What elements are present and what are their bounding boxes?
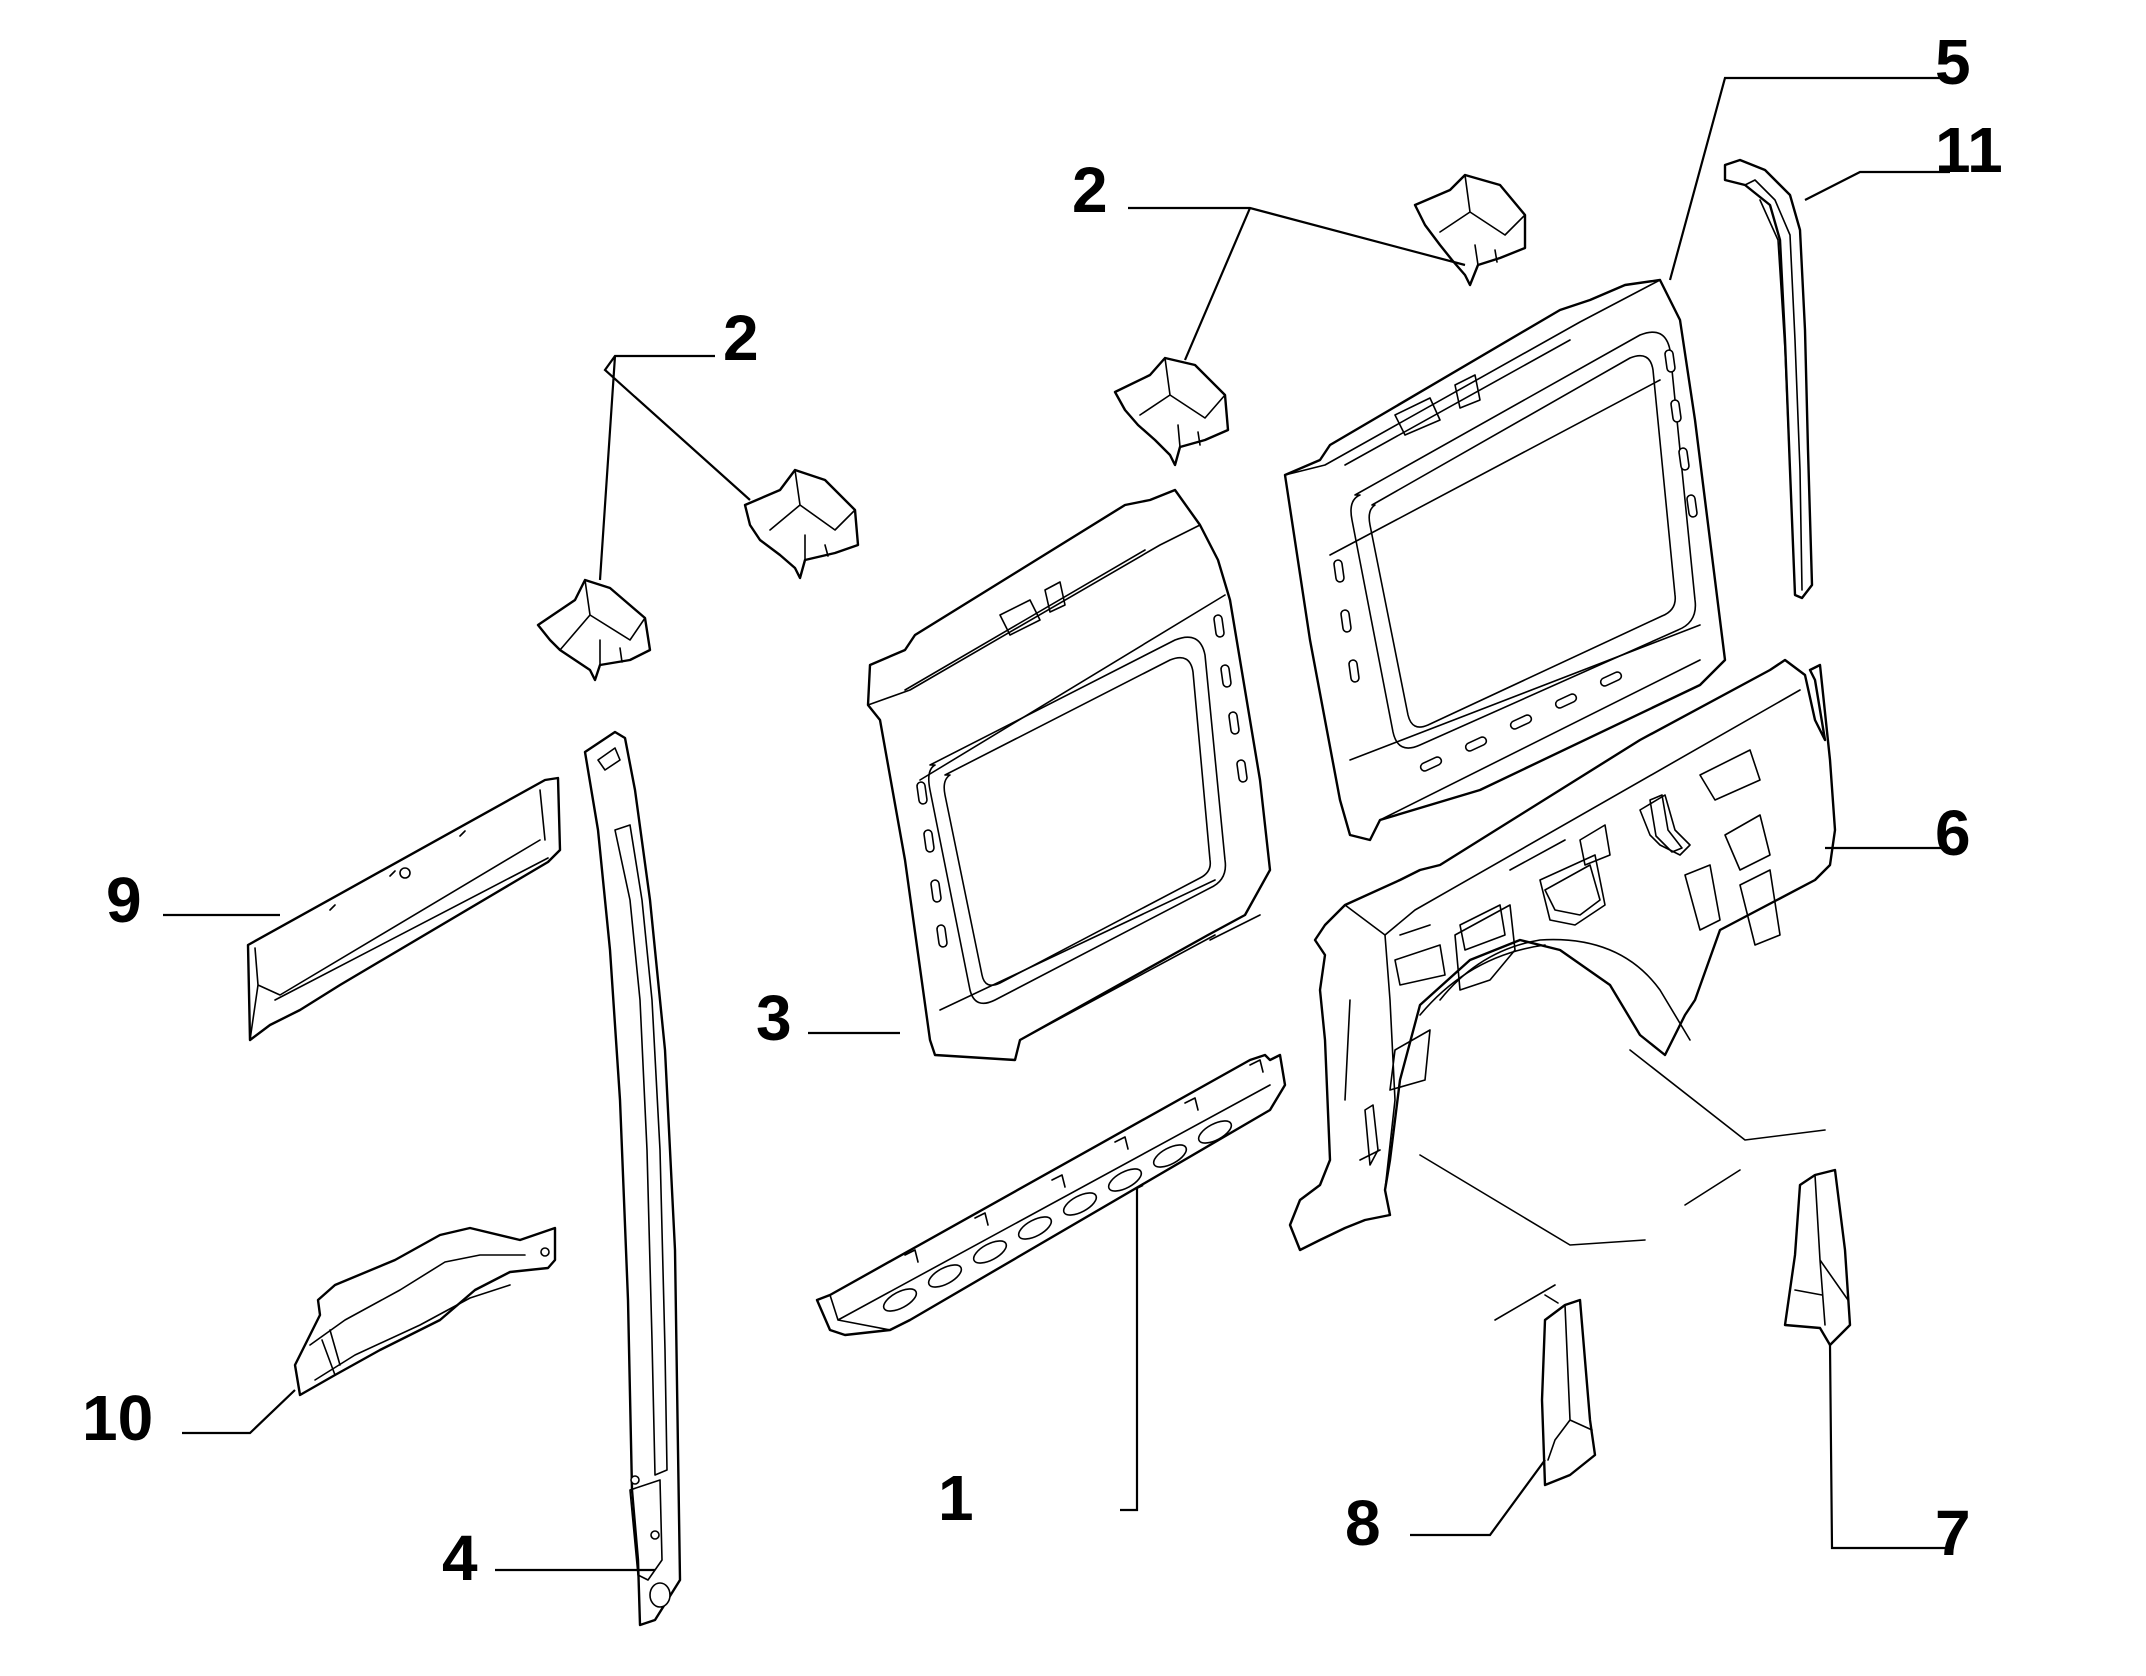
callout-10: 10 <box>82 1382 153 1454</box>
callout-2-left: 2 <box>723 302 759 374</box>
callout-4: 4 <box>442 1522 478 1594</box>
lower-side-panel-part-6 <box>1288 658 1837 1252</box>
callout-9: 9 <box>106 864 142 936</box>
callout-6: 6 <box>1935 797 1971 869</box>
callout-11: 11 <box>1935 114 2003 186</box>
leader-8 <box>1410 1459 1546 1537</box>
assembly-lines <box>1419 1049 1826 1321</box>
leader-10 <box>182 1389 296 1435</box>
leader-2-right <box>1128 206 1466 361</box>
leader-2-left <box>598 354 751 581</box>
bracket-part-2-right-upper <box>1413 173 1527 287</box>
side-panel-part-3 <box>866 488 1272 1062</box>
callout-8: 8 <box>1345 1487 1381 1559</box>
callout-1: 1 <box>938 1462 974 1534</box>
leader-5 <box>1668 76 1950 281</box>
pillar-part-4 <box>583 730 682 1627</box>
callout-7: 7 <box>1935 1497 1971 1569</box>
bracket-part-2-left-lower <box>536 578 652 682</box>
side-panel-part-5 <box>1283 278 1727 842</box>
leader-1 <box>1120 1184 1144 1512</box>
sill-part-1 <box>815 1053 1287 1337</box>
leader-7 <box>1828 1344 1950 1550</box>
bracket-part-2-left-upper <box>743 468 860 580</box>
trim-strip-part-9 <box>246 776 562 1042</box>
callout-5: 5 <box>1935 26 1971 98</box>
leader-lines <box>163 76 1950 1572</box>
pillar-trim-part-11 <box>1723 158 1814 600</box>
pillar-piece-part-8 <box>1540 1298 1597 1487</box>
reinforcement-part-10 <box>293 1226 557 1397</box>
callout-3: 3 <box>756 982 792 1054</box>
callouts: 1 2 2 3 4 5 6 7 8 9 10 11 <box>82 26 2003 1594</box>
leader-11 <box>1804 170 1950 201</box>
pillar-piece-part-7 <box>1783 1168 1852 1347</box>
callout-2-right: 2 <box>1072 154 1108 226</box>
bracket-part-2-right-lower <box>1113 356 1230 467</box>
